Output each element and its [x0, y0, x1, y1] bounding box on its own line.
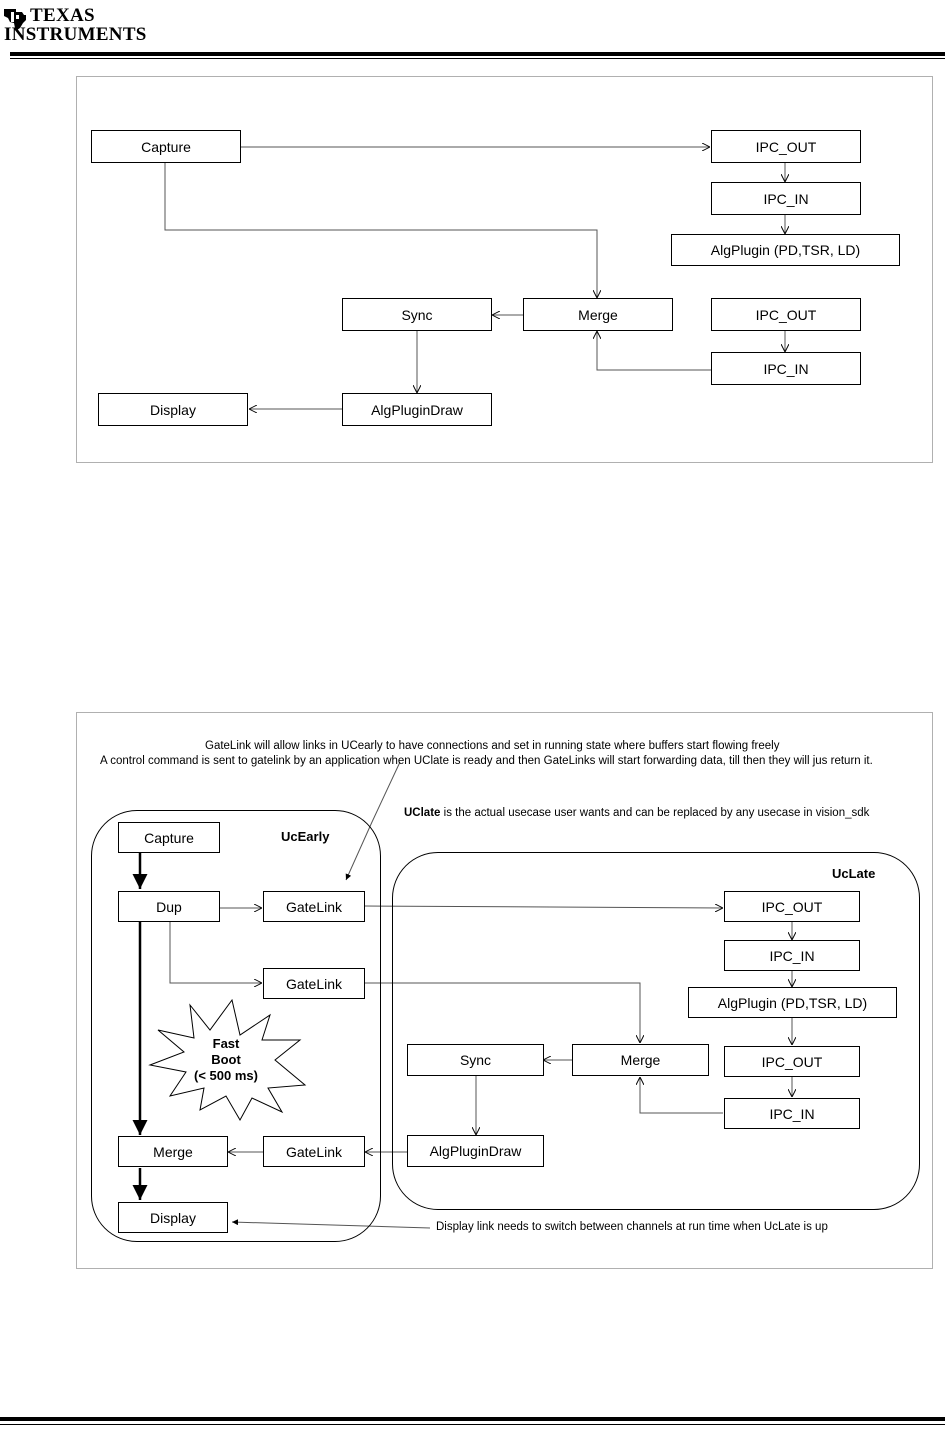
ti-map-icon	[4, 9, 26, 30]
sync-block: Sync	[342, 298, 492, 331]
gatelink-note-line2: A control command is sent to gatelink by…	[100, 755, 873, 767]
algplugindraw-block: AlgPluginDraw	[342, 393, 492, 426]
ipc-in2-to-merge-arrow-2	[640, 1077, 723, 1114]
merge-block: Merge	[523, 298, 673, 331]
gatelink2-to-merge-arrow	[364, 982, 640, 1043]
sync-block-2: Sync	[407, 1044, 544, 1076]
diagram1-frame	[76, 76, 933, 463]
fast-boot-star-icon	[148, 998, 307, 1122]
gatelink-block-2: GateLink	[263, 968, 365, 999]
ipc-out-block: IPC_OUT	[711, 130, 861, 163]
dup-block: Dup	[118, 891, 220, 922]
merge-early-block: Merge	[118, 1136, 228, 1167]
display-note: Display link needs to switch between cha…	[436, 1221, 828, 1233]
merge-late-block: Merge	[572, 1044, 709, 1076]
dup-to-gatelink2-arrow	[169, 922, 262, 983]
algplugin-block-2: AlgPlugin (PD,TSR, LD)	[688, 987, 897, 1018]
uclate-note-bold: UClate	[404, 807, 441, 819]
gatelink-note-line1: GateLink will allow links in UCearly to …	[205, 740, 780, 752]
ipc-in2-to-merge-arrow	[597, 331, 711, 371]
ipc-in-block-2: IPC_IN	[711, 352, 861, 385]
ucearly-group	[91, 810, 381, 1242]
note-to-gatelink-pointer	[345, 761, 401, 881]
display-block: Display	[98, 393, 248, 426]
fast-boot-label: Fast Boot (< 500 ms)	[186, 1036, 266, 1084]
capture-block-2: Capture	[118, 822, 220, 853]
ipc-out-block-2: IPC_OUT	[711, 298, 861, 331]
gatelink-block-1: GateLink	[263, 891, 365, 922]
footer-rule	[0, 1417, 945, 1421]
ipc-in-block-4: IPC_IN	[724, 1098, 860, 1129]
brand-line2: INSTRUMENTS	[4, 24, 147, 45]
ucearly-title: UcEarly	[281, 829, 330, 844]
algplugindraw-block-2: AlgPluginDraw	[407, 1135, 544, 1167]
gatelink-block-3: GateLink	[263, 1136, 365, 1167]
fast-boot-line3: (< 500 ms)	[194, 1068, 258, 1083]
ipc-out-block-3: IPC_OUT	[724, 891, 860, 922]
capture-to-merge-arrow	[164, 163, 597, 298]
display-block-2: Display	[118, 1202, 228, 1233]
uclate-note: UClate is the actual usecase user wants …	[404, 807, 869, 819]
ti-logo: TEXAS INSTRUMENTS	[0, 2, 150, 48]
note-to-display-pointer	[231, 1219, 431, 1229]
fast-boot-line1: Fast	[212, 1036, 240, 1051]
gatelink-to-ipc-out-arrow	[363, 906, 723, 908]
ipc-in-block: IPC_IN	[711, 182, 861, 215]
footer-rule-thin	[0, 1424, 945, 1425]
uclate-title: UcLate	[832, 866, 876, 881]
capture-block: Capture	[91, 130, 241, 163]
ipc-in-block-3: IPC_IN	[724, 940, 860, 971]
diagram2-frame	[76, 712, 933, 1269]
fast-boot-line2: Boot	[211, 1052, 241, 1067]
header-rule	[10, 52, 945, 56]
ipc-out-block-4: IPC_OUT	[724, 1046, 860, 1077]
header-rule-thin	[10, 58, 945, 59]
uclate-note-rest: is the actual usecase user wants and can…	[440, 807, 870, 819]
algplugin-block: AlgPlugin (PD,TSR, LD)	[671, 234, 900, 266]
brand-line1: TEXAS	[30, 5, 95, 26]
uclate-group	[392, 852, 920, 1210]
